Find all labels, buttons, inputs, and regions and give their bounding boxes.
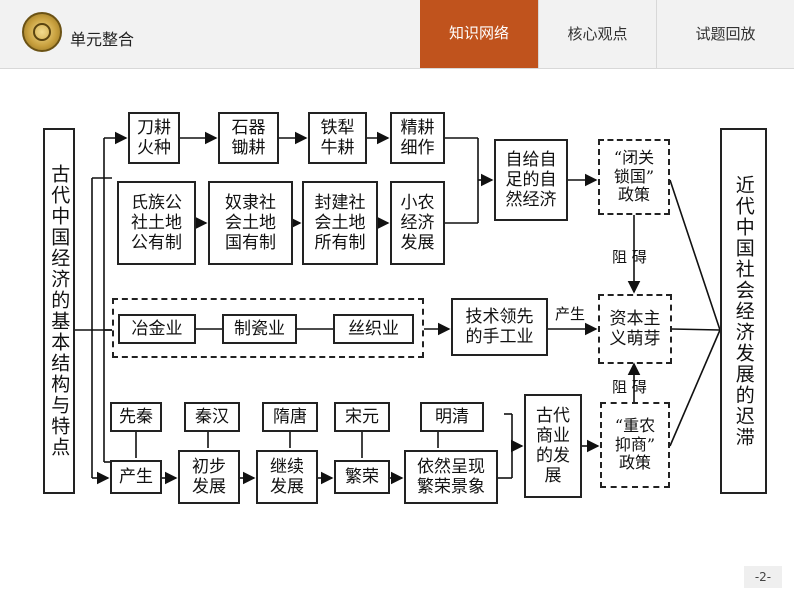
capitalism-sprouts-box: 资本主 义萌芽 bbox=[598, 294, 672, 364]
period-ming-qing: 明清 bbox=[420, 402, 484, 432]
handicraft-group bbox=[112, 298, 424, 358]
stage-intensive-farming: 精耕 细作 bbox=[390, 112, 445, 164]
industry-metallurgy: 冶金业 bbox=[118, 314, 196, 344]
commerce-stage-still-prosperous: 依然呈现 繁荣景象 bbox=[404, 450, 498, 504]
land-slave-state: 奴隶社 会土地 国有制 bbox=[208, 181, 293, 265]
stage-slash-burn: 刀耕 火种 bbox=[128, 112, 180, 164]
produce-label: 产生 bbox=[555, 305, 586, 323]
commerce-stage-initial: 初步 发展 bbox=[178, 450, 240, 504]
commerce-stage-continued: 继续 发展 bbox=[256, 450, 318, 504]
stage-stone-hoe: 石器 锄耕 bbox=[218, 112, 279, 164]
period-song-yuan: 宋元 bbox=[334, 402, 390, 432]
commerce-stage-origin: 产生 bbox=[110, 460, 162, 494]
land-feudal: 封建社 会土地 所有制 bbox=[302, 181, 378, 265]
tab-exam-review[interactable]: 试题回放 bbox=[656, 0, 794, 68]
tab-core-views[interactable]: 核心观点 bbox=[538, 0, 656, 68]
right-title-box: 近代中国社会经济发展的迟滞 bbox=[720, 128, 767, 494]
ancient-commerce-box: 古代 商业 的发 展 bbox=[524, 394, 582, 498]
commerce-stage-prosperous: 繁荣 bbox=[334, 460, 390, 494]
tab-knowledge-network[interactable]: 知识网络 bbox=[420, 0, 538, 68]
industry-silk: 丝织业 bbox=[333, 314, 414, 344]
industry-porcelain: 制瓷业 bbox=[222, 314, 297, 344]
period-qin-han: 秦汉 bbox=[184, 402, 240, 432]
leading-handicraft-box: 技术领先 的手工业 bbox=[451, 298, 548, 356]
period-sui-tang: 隋唐 bbox=[262, 402, 318, 432]
small-peasant-economy: 小农 经济 发展 bbox=[390, 181, 445, 265]
hinder-label-bottom: 阻 碍 bbox=[612, 378, 647, 396]
hinder-label-top: 阻 碍 bbox=[612, 248, 647, 266]
page-number: -2- bbox=[744, 566, 782, 588]
agriculture-first-policy-box: “重农 抑商” 政策 bbox=[600, 402, 670, 488]
closed-door-policy-box: “闭关 锁国” 政策 bbox=[598, 139, 670, 215]
natural-economy-box: 自给自 足的自 然经济 bbox=[494, 139, 568, 221]
school-logo-icon bbox=[22, 12, 62, 52]
land-clan-public: 氏族公 社土地 公有制 bbox=[117, 181, 196, 265]
unit-title: 单元整合 bbox=[70, 30, 135, 49]
left-title-box: 古代中国经济的基本结构与特点 bbox=[43, 128, 75, 494]
top-bar: 单元整合 知识网络 核心观点 试题回放 bbox=[0, 0, 794, 69]
period-pre-qin: 先秦 bbox=[110, 402, 162, 432]
stage-iron-plow: 铁犁 牛耕 bbox=[308, 112, 367, 164]
